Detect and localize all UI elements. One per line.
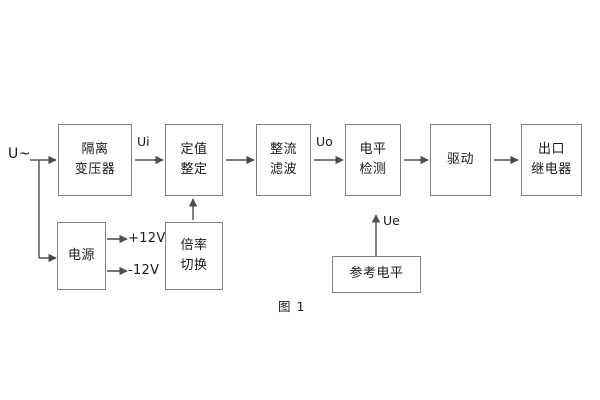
block-output-relay[interactable]: 出口 继电器 (521, 124, 582, 196)
block-output-relay-line1: 出口 (537, 141, 565, 157)
block-isolation-transformer-line2: 变压器 (74, 162, 116, 177)
block-output-relay-line2: 继电器 (531, 162, 572, 177)
block-level-detect[interactable]: 电平 检测 (345, 124, 401, 196)
block-reference-level[interactable]: 参考电平 (332, 256, 421, 293)
figure-caption: 图 1 (278, 299, 306, 314)
block-setting-adjust-line1: 定值 (180, 141, 208, 157)
block-multiplier-switch-line2: 切换 (180, 258, 208, 273)
block-isolation-transformer[interactable]: 隔离 变压器 (58, 124, 132, 196)
block-level-detect-line2: 检测 (359, 162, 387, 177)
label-source-voltage: U~ (8, 146, 31, 162)
label-ue: Ue (383, 213, 400, 228)
label-rail-positive: +12V (128, 231, 166, 246)
block-power-supply[interactable]: 电源 (57, 222, 106, 290)
label-rail-negative: -12V (128, 263, 160, 278)
block-drive[interactable]: 驱动 (430, 124, 491, 196)
block-setting-adjust[interactable]: 定值 整定 (165, 124, 223, 196)
block-isolation-transformer-line1: 隔离 (81, 141, 109, 157)
block-rectify-filter-line2: 滤波 (269, 162, 297, 177)
label-uo: Uo (316, 134, 333, 149)
label-ui: Ui (137, 134, 150, 149)
block-setting-adjust-line2: 整定 (180, 162, 208, 177)
block-multiplier-switch[interactable]: 倍率 切换 (165, 222, 223, 290)
block-reference-level-line1: 参考电平 (349, 266, 404, 282)
block-drive-line1: 驱动 (446, 151, 474, 167)
block-rectify-filter[interactable]: 整流 滤波 (256, 124, 311, 196)
block-level-detect-line1: 电平 (359, 141, 387, 157)
block-power-supply-line1: 电源 (67, 247, 95, 263)
block-multiplier-switch-line1: 倍率 (180, 237, 208, 253)
block-rectify-filter-line1: 整流 (269, 141, 297, 157)
